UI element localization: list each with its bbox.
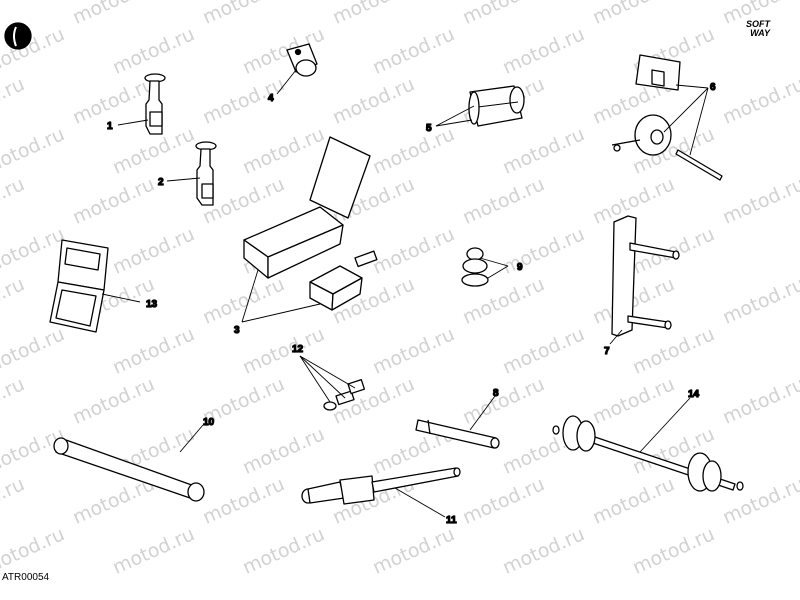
callout-10: 10 [203,417,215,428]
logo-line-2: WAY [750,28,770,38]
callout-2: 2 [158,177,164,188]
callout-8: 8 [493,388,499,399]
tool-13-tester [49,239,109,333]
callout-14: 14 [688,389,700,400]
tool-14-puller-shaft [552,415,744,492]
tool-6-plate-puller-pin [611,54,723,181]
tool-9-stepped-piece [461,247,489,287]
callout-7: 7 [604,346,610,357]
tool-4-sleeve [286,43,318,77]
tool-7-frame [611,215,680,337]
logo-line-1: SOFT [746,19,770,29]
reference-code: ATR00054 [2,572,50,583]
callout-9: 9 [517,262,523,273]
tool-10-bar [53,437,205,502]
callout-5: 5 [426,123,432,134]
callout-4: 4 [268,93,274,104]
callout-1: 1 [107,121,113,132]
callout-12: 12 [292,344,304,355]
callout-6: 6 [710,82,716,93]
callout-3: 3 [234,325,240,336]
tool-2-plug [195,141,217,206]
tool-3-gauge-block [309,250,378,311]
tool-8-pin [415,419,500,449]
callout-13: 13 [146,299,158,310]
leader-lines [101,69,709,518]
tool-1-plug [144,73,166,135]
callout-11: 11 [446,515,457,526]
tool-11-drift [301,467,461,505]
corner-logo-icon [4,22,32,50]
tool-5-split-bush [468,85,525,127]
softway-logo: SOFT WAY [746,20,770,38]
tool-3-case [243,136,371,279]
